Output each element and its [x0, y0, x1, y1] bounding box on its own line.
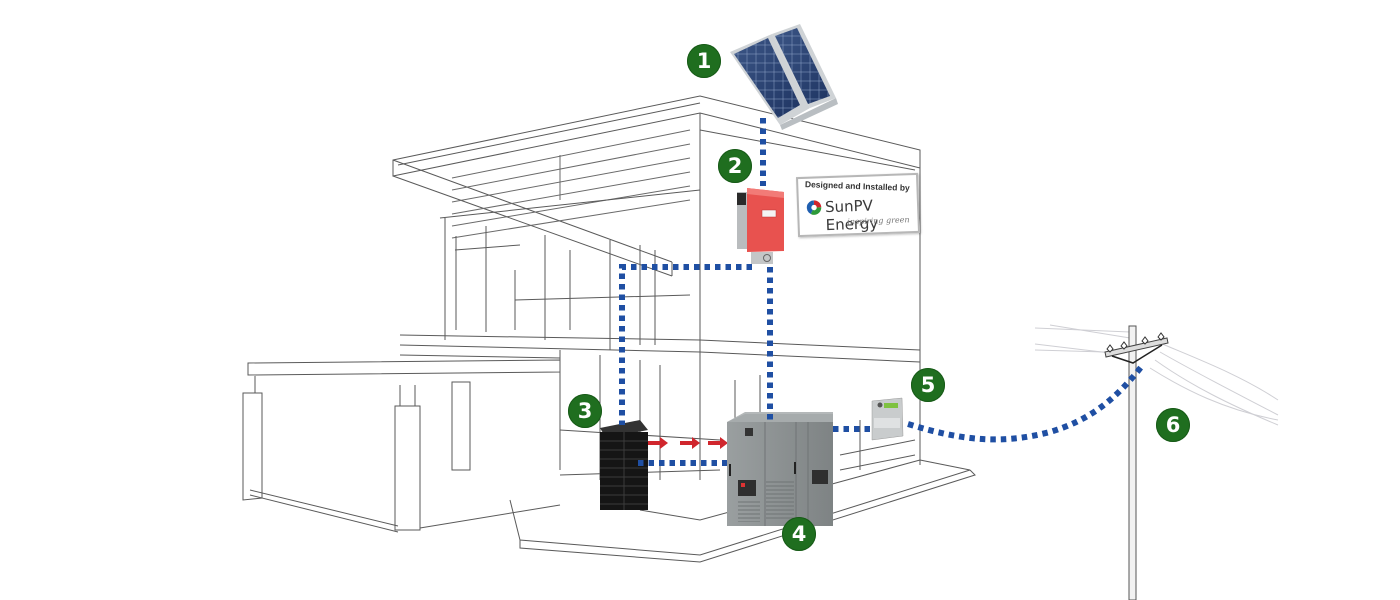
installer-sign: Designed and Installed by SunPV Energy i…	[795, 172, 921, 238]
marker-electrical-cabinet[interactable]: 4	[782, 517, 816, 551]
flow-arrow-icon	[708, 437, 728, 449]
wire-meter-to-grid	[907, 364, 1145, 443]
sign-heading: Designed and Installed by	[804, 179, 910, 193]
marker-utility-pole[interactable]: 6	[1156, 408, 1190, 442]
energy-flow-arrows	[648, 437, 728, 449]
dc-ac-wiring	[619, 118, 1145, 466]
flow-arrow-icon	[680, 437, 700, 449]
marker-battery-bank[interactable]: 3	[568, 394, 602, 428]
solar-inverter[interactable]	[737, 188, 784, 264]
solar-panels[interactable]	[730, 24, 838, 130]
marker-solar-panels[interactable]: 1	[687, 44, 721, 78]
wire-inverter-to-battery	[619, 264, 752, 425]
brand-logo-icon	[806, 200, 822, 215]
marker-inverter[interactable]: 2	[718, 149, 752, 183]
utility-pole	[1034, 324, 1279, 600]
electrical-cabinet[interactable]	[727, 412, 833, 526]
energy-meter[interactable]	[871, 397, 904, 441]
flow-arrow-icon	[648, 437, 668, 449]
marker-energy-meter[interactable]: 5	[911, 368, 945, 402]
battery-bank[interactable]	[600, 420, 648, 510]
house-sketch	[242, 95, 976, 563]
